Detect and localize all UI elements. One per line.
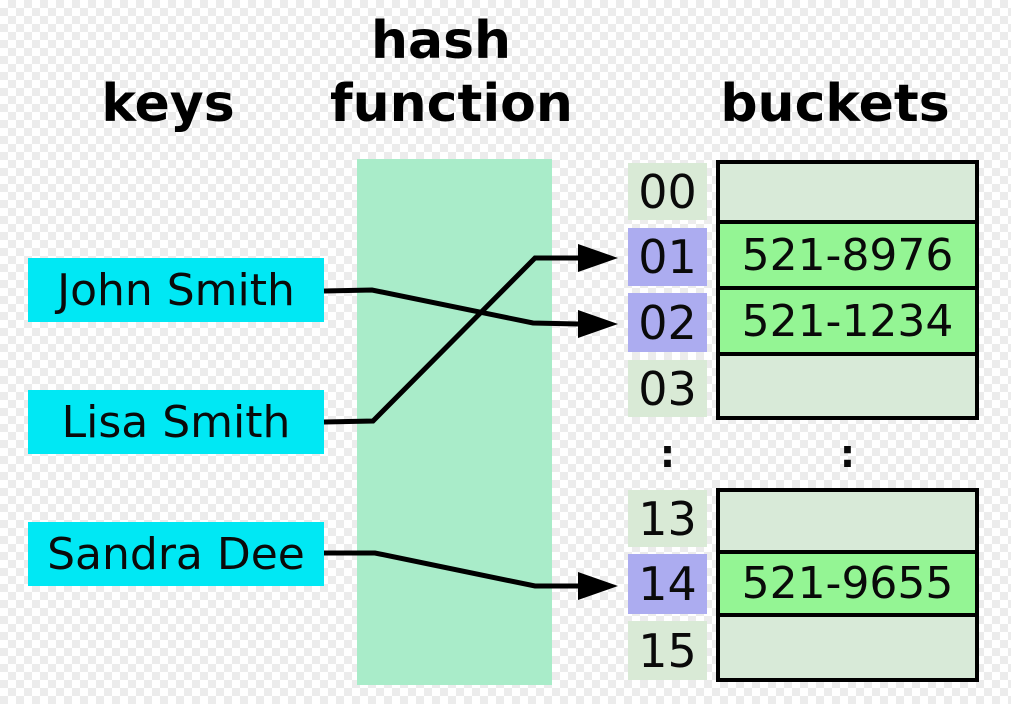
- arrowhead-14-icon: [578, 572, 618, 600]
- bucket-row-00: [720, 164, 975, 220]
- bucket-table-top: 521-8976 521-1234: [716, 160, 979, 420]
- bucket-row-03: [720, 352, 975, 416]
- key-label-lisa-smith: Lisa Smith: [61, 396, 291, 448]
- key-label-sandra-dee: Sandra Dee: [47, 528, 305, 580]
- arrowhead-02-icon: [578, 310, 618, 338]
- index-cell-13: 13: [628, 490, 707, 547]
- key-label-john-smith: John Smith: [57, 264, 295, 316]
- buckets-title: buckets: [720, 74, 950, 134]
- hash-title-line1: hash: [370, 11, 512, 71]
- bucket-row-14: 521-9655: [720, 550, 975, 613]
- key-box-sandra-dee: Sandra Dee: [28, 522, 324, 586]
- keys-title: keys: [101, 74, 235, 134]
- index-cell-14: 14: [628, 554, 707, 614]
- hash-function-title: hash function: [330, 10, 573, 136]
- index-ellipsis: :: [659, 432, 676, 476]
- index-cell-02: 02: [628, 293, 707, 352]
- index-cell-15: 15: [628, 621, 707, 680]
- bucket-row-01: 521-8976: [720, 220, 975, 286]
- index-cell-03: 03: [628, 360, 707, 417]
- key-box-john-smith: John Smith: [28, 258, 324, 322]
- hash-function-box: [357, 159, 552, 685]
- bucket-table-bottom: 521-9655: [716, 488, 979, 682]
- arrowhead-01-icon: [578, 244, 618, 272]
- bucket-row-02: 521-1234: [720, 286, 975, 352]
- key-box-lisa-smith: Lisa Smith: [28, 390, 324, 454]
- index-cell-00: 00: [628, 163, 707, 220]
- bucket-row-15: [720, 613, 975, 678]
- buckets-ellipsis: :: [839, 432, 856, 476]
- bucket-row-13: [720, 492, 975, 550]
- index-cell-01: 01: [628, 228, 707, 286]
- hash-title-line2: function: [330, 74, 573, 134]
